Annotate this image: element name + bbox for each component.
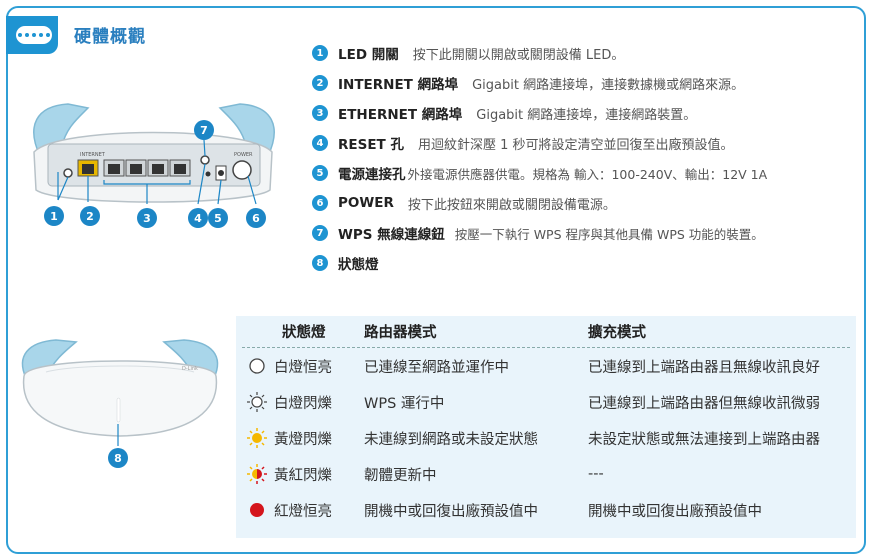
feature-desc: Gigabit 網路連接埠，連接網路裝置。	[476, 107, 697, 123]
number-badge: 5	[312, 165, 328, 181]
feature-desc: 按下此按鈕來開啟或關閉設備電源。	[407, 197, 616, 213]
extender-mode: 已連線到上端路由器且無線收訊良好	[588, 359, 820, 376]
callout-1: 1	[44, 206, 64, 226]
list-item: 7 WPS 無線連線鈕 按壓一下執行 WPS 程序與其他具備 WPS 功能的裝置…	[312, 218, 862, 248]
number-badge: 3	[312, 105, 328, 121]
number-badge: 7	[312, 225, 328, 241]
light-state: 紅燈恒亮	[274, 503, 332, 520]
header-light: 狀態燈	[282, 325, 326, 341]
page-title: 硬體概觀	[74, 27, 146, 47]
header-extender: 擴充模式	[588, 325, 646, 341]
power-label: POWER	[234, 152, 253, 158]
router-rear-image: INTERNET POWER	[33, 103, 275, 205]
light-state: 白燈恒亮	[274, 359, 332, 376]
callout-3: 3	[137, 208, 157, 228]
list-item: 4 RESET 孔 用迴紋針深壓 1 秒可將設定清空並回復至出廠預設值。	[312, 128, 862, 158]
number-badge: 2	[312, 75, 328, 91]
callout-4: 4	[188, 208, 208, 228]
feature-list: 1 LED 開關 按下此開關以開啟或關閉設備 LED。 2 INTERNET 網…	[312, 38, 862, 278]
feature-desc: 用迴紋針深壓 1 秒可將設定清空並回復至出廠預設值。	[417, 137, 734, 153]
amber-blink-icon	[246, 427, 268, 449]
table-row: 白燈閃爍 WPS 運行中 已連線到上端路由器但無線收訊微弱	[242, 384, 850, 420]
router-mode: 韌體更新中	[364, 467, 437, 484]
router-mode: 開機中或回復出廠預設值中	[364, 503, 538, 520]
list-item: 8 狀態燈	[312, 248, 862, 278]
router-mode: 已連線至網路並運作中	[364, 359, 509, 376]
extender-mode: 開機中或回復出廠預設值中	[588, 503, 762, 520]
feature-desc: 外接電源供應器供電。規格為 輸入：100-240V、輸出：12V 1A	[407, 166, 768, 182]
feature-desc: 按下此開關以開啟或關閉設備 LED。	[412, 47, 625, 63]
number-badge: 8	[312, 255, 328, 271]
router-icon	[6, 16, 58, 54]
extender-mode: 已連線到上端路由器但無線收訊微弱	[588, 395, 820, 412]
amber-red-blink-icon	[246, 463, 268, 485]
list-item: 1 LED 開關 按下此開關以開啟或關閉設備 LED。	[312, 38, 862, 68]
table-row: 白燈恒亮 已連線至網路並運作中 已連線到上端路由器且無線收訊良好	[242, 348, 850, 384]
feature-name: 狀態燈	[338, 257, 379, 273]
feature-desc: Gigabit 網路連接埠，連接數據機或網路來源。	[472, 77, 745, 93]
list-item: 3 ETHERNET 網路埠 Gigabit 網路連接埠，連接網路裝置。	[312, 98, 862, 128]
list-item: 2 INTERNET 網路埠 Gigabit 網路連接埠，連接數據機或網路來源。	[312, 68, 862, 98]
white-solid-icon	[246, 355, 268, 377]
feature-name: WPS 無線連線鈕	[338, 227, 445, 243]
extender-mode: 未設定狀態或無法連接到上端路由器	[588, 431, 820, 448]
brand-label: D-Link	[182, 366, 198, 372]
callout-7: 7	[194, 120, 214, 140]
light-state: 白燈閃爍	[274, 395, 332, 412]
status-table: 狀態燈 路由器模式 擴充模式 白燈恒亮 已連線至網路並運作中 已連線到上端路由器…	[236, 316, 856, 538]
number-badge: 4	[312, 135, 328, 151]
table-row: 黃燈閃爍 未連線到網路或未設定狀態 未設定狀態或無法連接到上端路由器	[242, 420, 850, 456]
red-solid-icon	[246, 499, 268, 521]
number-badge: 1	[312, 45, 328, 61]
feature-desc: 按壓一下執行 WPS 程序與其他具備 WPS 功能的裝置。	[454, 226, 764, 242]
router-front-image: D-Link	[21, 339, 219, 446]
light-state: 黃紅閃爍	[274, 467, 332, 484]
table-row: 黃紅閃爍 韌體更新中 ---	[242, 456, 850, 492]
callout-6: 6	[246, 208, 266, 228]
feature-name: POWER	[338, 195, 394, 211]
feature-name: ETHERNET 網路埠	[338, 107, 463, 123]
feature-name: LED 開關	[338, 47, 399, 63]
light-state: 黃燈閃爍	[274, 431, 332, 448]
white-blink-icon	[246, 391, 268, 413]
callout-2: 2	[80, 206, 100, 226]
router-mode: WPS 運行中	[364, 395, 445, 412]
table-header: 狀態燈 路由器模式 擴充模式	[242, 316, 850, 348]
callout-5: 5	[208, 208, 228, 228]
table-row: 紅燈恒亮 開機中或回復出廠預設值中 開機中或回復出廠預設值中	[242, 492, 850, 528]
feature-name: INTERNET 網路埠	[338, 77, 459, 93]
router-mode: 未連線到網路或未設定狀態	[364, 431, 538, 448]
header-router: 路由器模式	[364, 325, 437, 341]
extender-mode: ---	[588, 466, 604, 482]
internet-label: INTERNET	[80, 152, 106, 158]
feature-name: RESET 孔	[338, 137, 404, 153]
list-item: 5 電源連接孔 外接電源供應器供電。規格為 輸入：100-240V、輸出：12V…	[312, 158, 862, 188]
list-item: 6 POWER 按下此按鈕來開啟或關閉設備電源。	[312, 188, 862, 218]
feature-name: 電源連接孔	[338, 167, 406, 183]
page-frame	[6, 6, 866, 554]
callout-8: 8	[108, 448, 128, 468]
number-badge: 6	[312, 195, 328, 211]
